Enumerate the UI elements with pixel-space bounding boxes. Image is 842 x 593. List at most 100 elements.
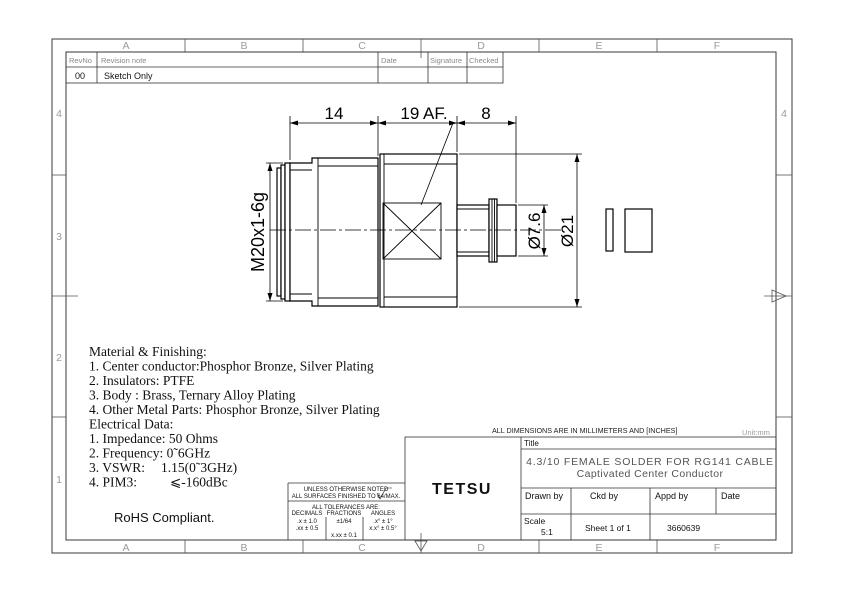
zone-labels-right: 4	[781, 108, 787, 120]
revision-note-value: Sketch Only	[104, 71, 153, 81]
checked-header: Checked	[469, 56, 499, 65]
pim3-value: ⩽-160dBc	[170, 475, 228, 490]
zone-col-e: E	[595, 542, 602, 554]
drawing-title-line1: 4.3/10 FEMALE SOLDER FOR RG141 CABLE	[526, 456, 774, 468]
centering-mark-bottom-icon	[414, 540, 428, 552]
tolerance-line2: ALL SURFACES FINISHED TO 64/MAX.	[292, 494, 401, 500]
thread-end-ring	[284, 162, 291, 302]
zone-col-f: F	[714, 40, 720, 52]
hex-body	[379, 153, 458, 308]
zone-col-d: D	[477, 542, 485, 554]
zone-col-b: B	[240, 40, 247, 52]
thread-end-ring	[280, 164, 286, 300]
revision-note-header: Revision note	[101, 56, 146, 65]
drawing-title-line2: Captivated Center Conductor	[577, 468, 724, 480]
ckd-by-label: Ckd by	[590, 491, 619, 501]
appd-by-label: Appd by	[655, 491, 689, 501]
scale-label: Scale	[524, 516, 546, 526]
cup-diameter-label: Ø7.6	[525, 213, 544, 250]
body-length-label: 14	[325, 104, 344, 123]
zone-row-4-right: 4	[781, 108, 787, 120]
ferrule-part	[624, 208, 653, 253]
thread-label: M20x1-6g	[248, 192, 268, 272]
vswr-value: 1.15(0˜3GHz)	[161, 460, 237, 475]
title-label: Title	[524, 439, 539, 448]
decimals-value: .x ± 1.0	[297, 519, 317, 525]
dimensions: 14 19 AF. 8 M20x1-6g Ø7.6 Ø21	[248, 104, 582, 308]
across-flats-leader	[420, 122, 454, 206]
drawn-by-label: Drawn by	[525, 491, 564, 501]
material-item: 4. Other Metal Parts: Phosphor Bronze, S…	[89, 402, 380, 417]
zone-row-4: 4	[56, 108, 62, 120]
dimension-arrow	[508, 120, 516, 126]
material-item: 3. Body : Brass, Ternary Alloy Plating	[89, 388, 296, 403]
title-block-border	[404, 436, 777, 541]
zone-col-f: F	[714, 542, 720, 554]
fractions-header: FRACTIONS	[327, 511, 362, 517]
revision-table-border	[65, 51, 504, 84]
solder-cup-tip	[496, 204, 517, 257]
zone-row-2: 2	[56, 352, 62, 364]
connector-drawing	[270, 153, 653, 308]
dimension-arrow	[378, 120, 386, 126]
date-header: Date	[381, 56, 397, 65]
zone-row-3: 3	[56, 231, 62, 243]
rev-no-header: RevNo	[69, 56, 92, 65]
notes: Material & Finishing: 1. Center conducto…	[89, 344, 380, 490]
zone-col-b: B	[240, 542, 247, 554]
zone-col-d: D	[477, 40, 485, 52]
zone-col-c: C	[358, 40, 366, 52]
dimension-arrow	[267, 293, 273, 301]
dimension-arrow	[541, 205, 547, 213]
angles-value: x.x° ± 0.5°	[369, 526, 397, 532]
dimension-arrow	[370, 120, 378, 126]
zone-col-c: C	[358, 542, 366, 554]
signature-header: Signature	[430, 56, 462, 65]
angles-header: ANGLES	[371, 511, 395, 517]
angles-value: .x° ± 1°	[373, 519, 393, 525]
material-heading: Material & Finishing:	[89, 344, 207, 359]
date-label: Date	[721, 491, 740, 501]
decimals-value: .xx ± 0.5	[296, 526, 319, 532]
tolerance-block: UNLESS OTHERWISE NOTED ALL SURFACES FINI…	[287, 482, 405, 540]
company-logo: TETSU	[432, 481, 492, 498]
hex-diameter-label: Ø21	[558, 215, 577, 247]
fractions-value: ±1/64	[337, 519, 353, 525]
fractions-value: x.xx ± 0.1	[331, 533, 357, 539]
electrical-item: 1. Impedance: 50 Ohms	[89, 431, 218, 446]
vswr-label: 3. VSWR:	[89, 460, 145, 475]
dimension-units-note: ALL DIMENSIONS ARE IN MILLIMETERS AND [I…	[492, 426, 677, 435]
zone-labels-top: A B C D E F	[122, 40, 720, 52]
pim3-label: 4. PIM3:	[89, 475, 137, 490]
zone-labels-left: 4 3 2 1	[56, 108, 62, 486]
centering-mark-right-icon	[771, 289, 788, 303]
zone-col-e: E	[595, 40, 602, 52]
unit-label: Unit:mm	[742, 428, 770, 437]
rev-no-value: 00	[75, 71, 85, 81]
solder-cup	[456, 204, 490, 257]
dimension-arrow	[457, 120, 465, 126]
decimals-header: DECIMALS	[292, 511, 323, 517]
dimension-arrow	[541, 248, 547, 256]
scale-value: 5:1	[541, 527, 553, 537]
thread-end-ring	[276, 167, 282, 297]
cup-length-label: 8	[481, 104, 490, 123]
zone-labels-bottom: A B C D E F	[122, 542, 720, 554]
wrench-flat-square	[382, 202, 442, 260]
rohs-statement: RoHS Compliant.	[114, 510, 214, 525]
material-item: 1. Center conductor:Phosphor Bronze, Sil…	[89, 359, 374, 374]
wrench-flat-diagonal	[382, 202, 442, 260]
zone-row-1: 1	[56, 474, 62, 486]
surface-finish-icon	[376, 487, 392, 500]
dimension-arrow	[574, 299, 580, 307]
solder-cup-collar	[488, 198, 498, 263]
electrical-item: 2. Frequency: 0˜6GHz	[89, 446, 210, 461]
dimension-arrow	[267, 163, 273, 171]
dimension-arrow	[290, 120, 298, 126]
tolerance-line1: UNLESS OTHERWISE NOTED	[304, 487, 389, 493]
tolerance-heading: ALL TOLERANCES ARE:	[312, 505, 380, 511]
revision-table: RevNo Revision note Date Signature Check…	[65, 51, 504, 84]
threaded-body	[289, 157, 379, 307]
dimension-arrow	[574, 154, 580, 162]
